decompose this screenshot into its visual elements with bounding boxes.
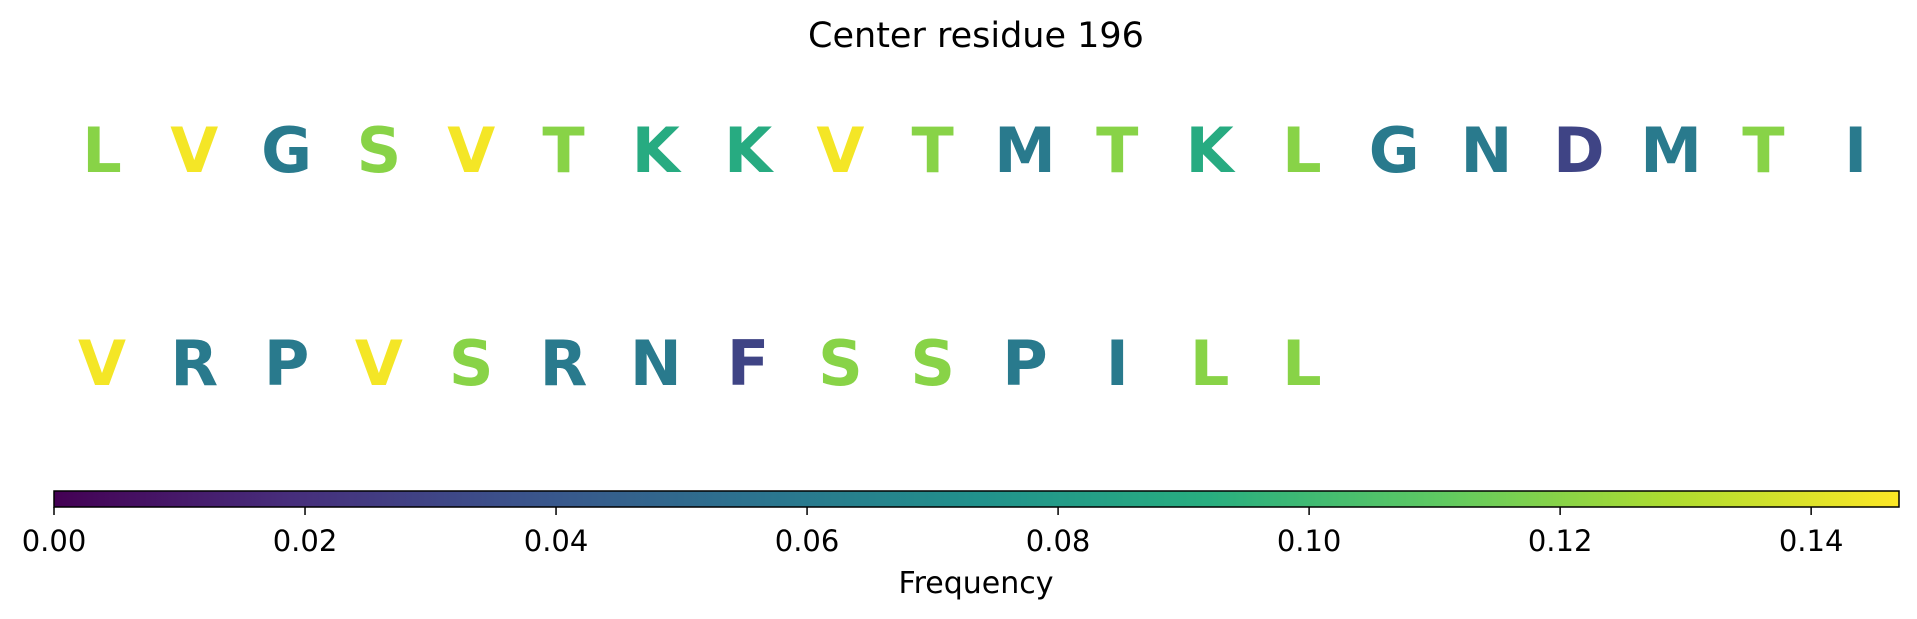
colorbar-tick-label: 0.12 [1528,524,1593,558]
residue-letter: S [818,327,863,400]
residue-letter: K [724,114,774,187]
colorbar-tick-label: 0.06 [775,524,840,558]
residue-letter: V [78,327,126,400]
residue-letter: I [1844,114,1867,187]
residue-letter: K [632,114,682,187]
colorbar: 0.00 0.02 0.04 0.06 0.08 0.10 0.12 0.14 Frequen… [22,490,1900,601]
colorbar-tick-label: 0.04 [524,524,589,558]
residue-letter: R [170,327,218,400]
residue-letter: F [727,327,769,400]
colorbar-tick-label: 0.02 [273,524,338,558]
residue-letter: M [994,114,1056,187]
residue-letter: S [357,114,402,187]
residue-letter: T [912,114,954,187]
residue-letter: L [82,114,122,187]
residue-letter: K [1186,114,1236,187]
colorbar-tick-label: 0.10 [1277,524,1342,558]
colorbar-tick-label: 0.08 [1026,524,1091,558]
residue-letter: V [447,114,495,187]
residue-letter: L [1282,114,1322,187]
residue-letter: V [170,114,218,187]
residue-letter: T [542,114,584,187]
residue-letter: G [261,114,312,187]
residue-letter: R [540,327,588,400]
colorbar-label: Frequency [899,566,1054,601]
residue-letter: N [1461,114,1513,187]
residue-letter: V [355,327,403,400]
residue-letter: L [1190,327,1230,400]
residue-letter: T [1742,114,1784,187]
residue-letter: P [1002,327,1047,400]
residue-letter: I [1106,327,1129,400]
residue-letter: M [1640,114,1702,187]
residue-letter: S [910,327,955,400]
residue-letter: N [630,327,682,400]
colorbar-tick-label: 0.14 [1779,524,1844,558]
colorbar-gradient [53,490,1900,508]
residue-letter: L [1282,327,1322,400]
residue-letter: S [449,327,494,400]
chart-title: Center residue 196 [808,16,1144,56]
residue-letter: P [264,327,309,400]
colorbar-ticks: 0.00 0.02 0.04 0.06 0.08 0.10 0.12 0.14 [22,507,1844,558]
colorbar-tick-label: 0.00 [22,524,87,558]
residue-letter: T [1096,114,1138,187]
residue-letter: D [1553,114,1604,187]
residue-letter: V [816,114,864,187]
residue-letter: G [1369,114,1420,187]
